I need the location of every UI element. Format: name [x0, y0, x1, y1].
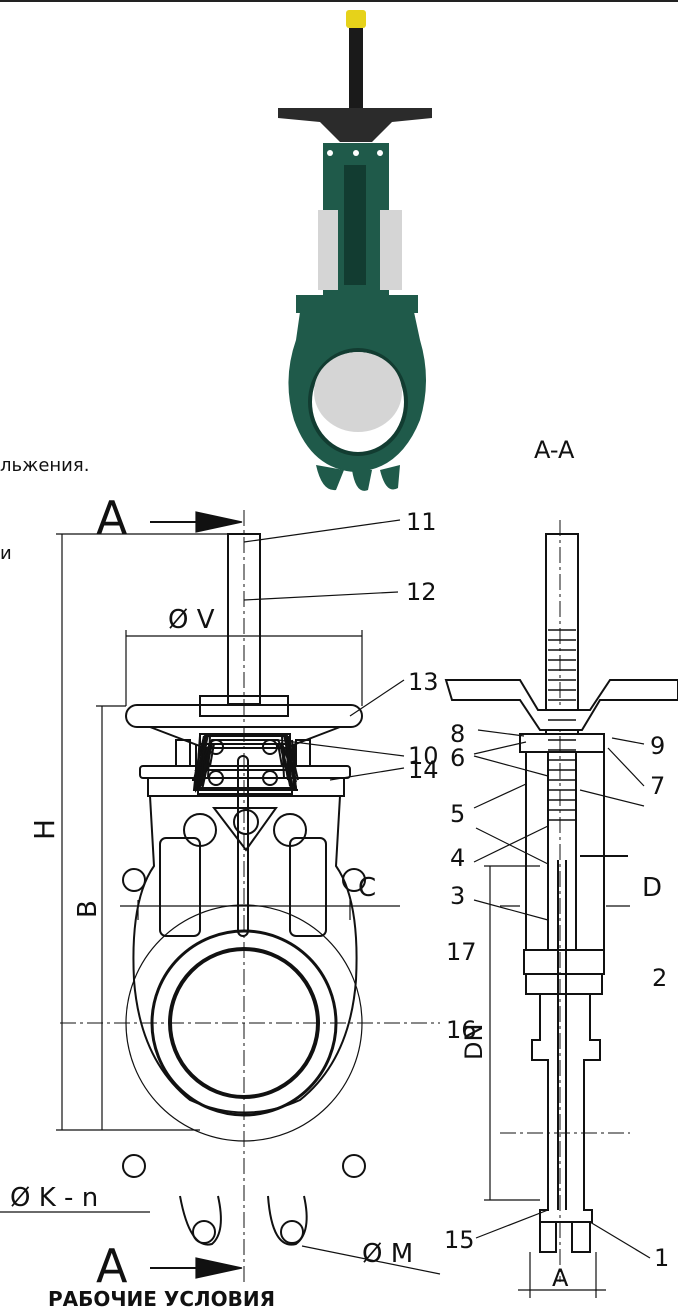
front-body — [132, 795, 358, 1114]
section-view — [444, 533, 678, 1253]
render-lugs — [316, 465, 400, 491]
callout-4: 4 — [450, 844, 465, 872]
callout-8: 8 — [450, 720, 465, 748]
callout-16: 16 — [446, 1016, 477, 1044]
render-stem — [349, 25, 363, 110]
callout-5: 5 — [450, 800, 465, 828]
dim-c-label: C — [358, 873, 376, 903]
callout-15: 15 — [444, 1226, 475, 1254]
callout-13: 13 — [408, 668, 439, 696]
dim-a-label: A — [552, 1264, 569, 1292]
cut-mark-bottom: A — [96, 1239, 128, 1293]
render-gland-plate — [296, 295, 418, 313]
top-rule — [0, 0, 678, 2]
intro-text: льжения. — [0, 455, 90, 476]
callout-11: 11 — [406, 508, 437, 536]
callout-6: 6 — [450, 744, 465, 772]
callout-leaders — [243, 519, 651, 1259]
section-label: A-A — [534, 436, 575, 464]
dim-m-label: Ø M — [362, 1239, 413, 1269]
section-handwheel — [444, 679, 678, 731]
render-handwheel — [278, 108, 432, 142]
dim-h-label: H — [28, 819, 61, 840]
callout-7: 7 — [650, 772, 665, 800]
callout-1: 1 — [654, 1244, 669, 1272]
dim-k-label: Ø K - n — [10, 1183, 98, 1213]
render-yoke-slot — [344, 165, 366, 285]
render-gate-right — [380, 210, 402, 290]
valve-render — [278, 10, 432, 491]
intro-text: и — [0, 543, 12, 564]
callout-9: 9 — [650, 732, 665, 760]
dim-d-label: D — [642, 873, 662, 903]
callout-3: 3 — [450, 882, 465, 910]
dimension-lines — [0, 511, 630, 1298]
dim-v-label: Ø V — [168, 605, 215, 635]
callout-14: 14 — [408, 756, 439, 784]
cut-mark-top: A — [96, 491, 128, 545]
render-stem-cap — [346, 10, 366, 28]
callout-17: 17 — [446, 938, 477, 966]
render-gate-left — [318, 210, 338, 290]
dim-b-label: B — [73, 900, 103, 918]
callout-10: 10 — [408, 742, 439, 770]
callout-12: 12 — [406, 578, 437, 606]
dim-dn-label: DN — [460, 1024, 488, 1060]
callout-2: 2 — [652, 964, 667, 992]
